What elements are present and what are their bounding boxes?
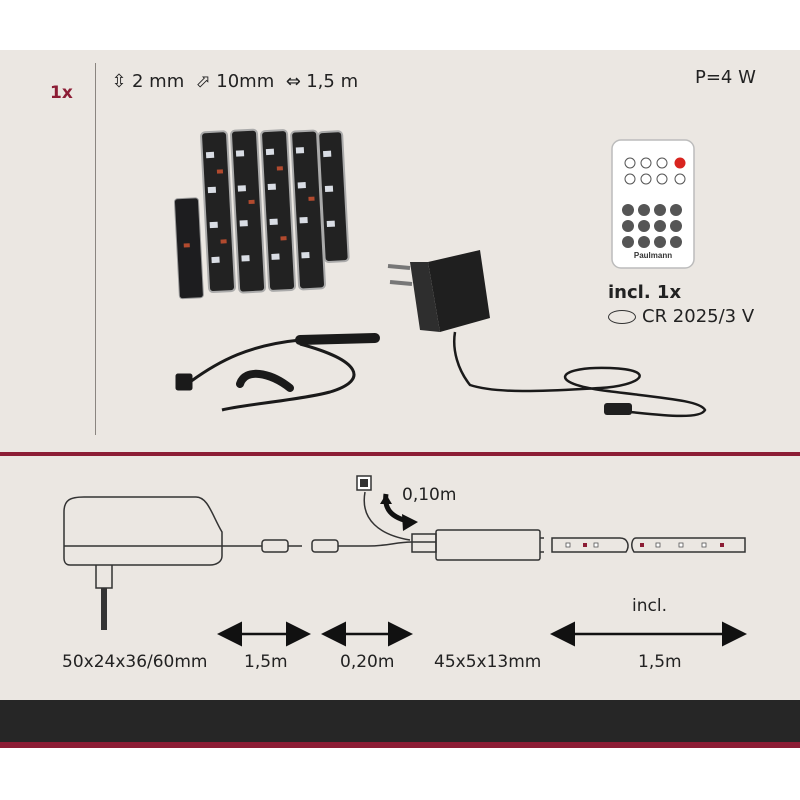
sensor-cable-image [175,333,380,412]
power-adapter-image [387,250,707,418]
width-value: 10mm [216,71,275,92]
remote-included-label: incl. 1x [608,282,682,303]
controller-size-label: 45x5x13mm [434,652,542,672]
separator-line [0,452,800,456]
length-value: 1,5 m [306,71,359,92]
strip-led-chips [565,542,707,548]
quantity-label: 1x [50,83,73,103]
footer-bar [0,700,800,742]
adapter-cable-length-label: 1,5m [244,652,288,672]
remote-control-image: Paulmann [611,139,695,269]
length-icon: ⇔ [285,71,301,92]
power-rating: P=4 W [695,67,756,88]
remote-brand-label: Paulmann [634,251,672,260]
adapter-size-label: 50x24x36/60mm [62,652,208,672]
spec-row: ⇳ 2 mm ⬀ 10mm ⇔ 1,5 m [110,71,364,92]
extension-cable-length-label: 0,20m [340,652,395,672]
battery-label: CR 2025/3 V [642,306,755,327]
height-value: 2 mm [132,71,185,92]
led-strip-coil-image [173,128,350,300]
footer-accent-bar [0,742,800,748]
width-icon: ⬀ [195,71,211,92]
sensor-cable-length: 0,10m [402,485,457,505]
strip-length-label: 1,5m [638,652,682,672]
vertical-divider [95,63,96,435]
battery-spec: CR 2025/3 V [608,306,754,327]
battery-icon [608,309,636,324]
strip-end-markers [583,543,724,547]
height-icon: ⇳ [111,71,127,92]
strip-included-label: incl. [632,596,667,616]
adapter-diagram [63,475,746,630]
